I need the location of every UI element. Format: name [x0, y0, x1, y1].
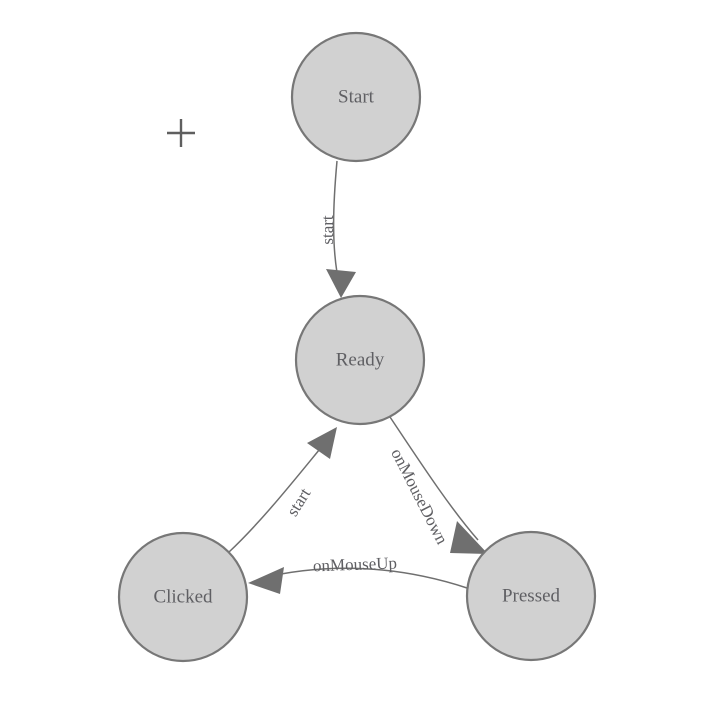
edge-start-to-ready-arrowhead: [326, 269, 356, 298]
edge-ready-to-pressed-arrowhead: [450, 521, 488, 554]
edge-label-pressed-to-clicked: onMouseUp: [313, 553, 398, 575]
edge-pressed-to-clicked[interactable]: [248, 567, 468, 594]
edge-clicked-to-ready-arrowhead: [307, 427, 337, 459]
node-start[interactable]: Start: [290, 31, 422, 163]
node-pressed-circle[interactable]: [465, 530, 597, 662]
edge-ready-to-pressed-path: [389, 416, 479, 541]
plus-marker[interactable]: [167, 119, 195, 147]
node-ready-label: Ready: [336, 349, 385, 370]
node-pressed[interactable]: Pressed: [465, 530, 597, 662]
node-clicked-circle[interactable]: [117, 531, 249, 663]
node-clicked-label: Clicked: [153, 586, 213, 607]
edge-clicked-to-ready-path: [228, 443, 325, 553]
node-start-label: Start: [338, 86, 375, 107]
node-ready-circle[interactable]: [294, 294, 426, 426]
node-start-circle[interactable]: [290, 31, 422, 163]
edge-pressed-to-clicked-arrowhead: [248, 567, 284, 594]
edge-label-start-to-ready: start: [318, 215, 337, 245]
node-ready[interactable]: Ready: [294, 294, 426, 426]
edge-label-clicked-to-ready: start: [283, 484, 315, 519]
edge-pressed-to-clicked-path: [261, 567, 468, 589]
edge-start-to-ready[interactable]: [326, 160, 356, 298]
edge-ready-to-pressed[interactable]: [389, 416, 488, 554]
edge-clicked-to-ready[interactable]: [228, 427, 337, 553]
node-clicked[interactable]: Clicked: [117, 531, 249, 663]
node-pressed-label: Pressed: [502, 585, 561, 606]
